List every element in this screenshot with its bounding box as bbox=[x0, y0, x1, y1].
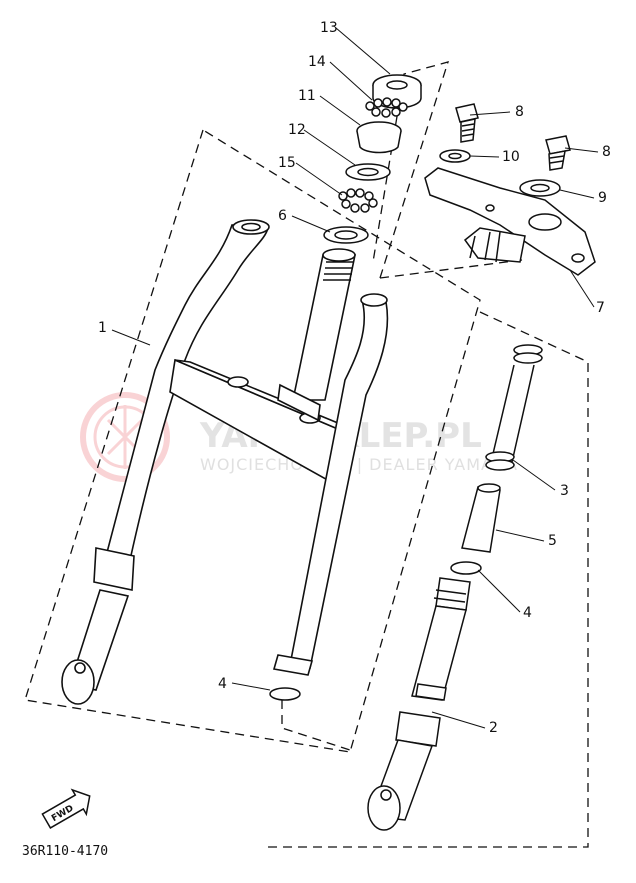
callout-14: 14 bbox=[308, 54, 326, 70]
callout-4-left: 4 bbox=[218, 676, 227, 692]
right-fork-tube-bottom bbox=[272, 654, 314, 676]
leader-lines bbox=[111, 27, 599, 729]
oil-seal-left bbox=[269, 687, 301, 701]
outer-tube-2 bbox=[367, 577, 471, 831]
callout-12: 12 bbox=[288, 122, 306, 138]
bolt-8-left bbox=[455, 103, 479, 143]
fork-assembly-outline bbox=[24, 129, 481, 753]
damper-rod-5 bbox=[461, 483, 501, 553]
inner-parts-outline bbox=[262, 311, 589, 848]
right-fork-tube-top bbox=[360, 293, 388, 307]
bolt-8-right bbox=[545, 135, 571, 171]
callout-1: 1 bbox=[98, 320, 107, 336]
watermark-logo bbox=[80, 392, 170, 482]
slider-outline bbox=[281, 700, 351, 751]
steering-stem-top bbox=[322, 248, 356, 262]
callout-6: 6 bbox=[278, 208, 287, 224]
callout-8-left: 8 bbox=[515, 104, 524, 120]
left-axle-lug bbox=[61, 659, 95, 705]
ball-bearing-14 bbox=[365, 97, 408, 118]
steering-stem-thread bbox=[323, 261, 354, 281]
diagram-code: 36R110-4170 bbox=[22, 844, 108, 859]
steering-head-bearing-outline bbox=[372, 61, 449, 279]
fork-inner-parts bbox=[367, 344, 543, 831]
callout-9: 9 bbox=[598, 190, 607, 206]
callout-11: 11 bbox=[298, 88, 316, 104]
upper-bracket-group bbox=[424, 103, 596, 276]
fork-assembly bbox=[61, 219, 389, 705]
bearing-to-bracket-outline bbox=[379, 259, 523, 279]
fwd-arrow-icon bbox=[41, 788, 91, 829]
fwd-direction-badge: FWD bbox=[41, 788, 91, 829]
callout-7: 7 bbox=[596, 300, 605, 316]
callout-5: 5 bbox=[548, 533, 557, 549]
watermark-dealer: WOJCIECHOWICZ | DEALER YAMAHA bbox=[200, 455, 518, 474]
stem-clamp-block bbox=[277, 383, 321, 422]
left-fork-tube-bore bbox=[241, 222, 261, 232]
ball-bearing-15 bbox=[338, 188, 378, 213]
dashed-group-outlines bbox=[24, 61, 589, 848]
handlebar-holder bbox=[463, 227, 526, 263]
callout-13: 13 bbox=[320, 20, 338, 36]
callout-2: 2 bbox=[489, 720, 498, 736]
left-slider-collar bbox=[93, 547, 135, 591]
left-axle-hole bbox=[74, 662, 86, 674]
oil-seal-4 bbox=[450, 561, 482, 575]
callout-3: 3 bbox=[560, 483, 569, 499]
callout-15: 15 bbox=[278, 155, 296, 171]
under-bracket-hole-left bbox=[227, 376, 249, 388]
callouts: 13 14 11 12 15 6 1 8 8 10 9 7 3 5 4 2 4 bbox=[98, 20, 611, 736]
upper-bracket-7 bbox=[424, 167, 596, 276]
callout-4-right: 4 bbox=[523, 605, 532, 621]
callout-8-right: 8 bbox=[602, 144, 611, 160]
callout-10: 10 bbox=[502, 149, 520, 165]
spring-3 bbox=[485, 344, 543, 471]
left-fork-tube bbox=[103, 224, 270, 561]
steering-head-bearings bbox=[323, 74, 422, 244]
